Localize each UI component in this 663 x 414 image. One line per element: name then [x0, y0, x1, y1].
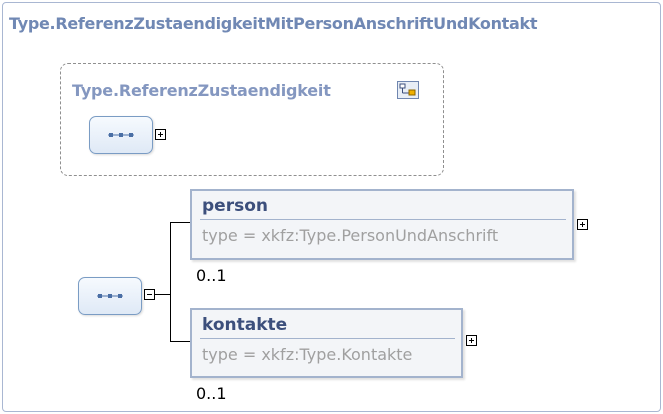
element-type: type = xkfz:Type.Kontakte — [202, 345, 413, 364]
connector-line — [170, 222, 171, 342]
diagram-title: Type.ReferenzZustaendigkeitMitPersonAnsc… — [9, 14, 538, 33]
element-person[interactable]: person type = xkfz:Type.PersonUndAnschri… — [190, 189, 574, 260]
connector-line — [170, 341, 190, 342]
sequence-compositor[interactable] — [78, 277, 142, 315]
connector-line — [170, 222, 190, 223]
element-type: type = xkfz:Type.PersonUndAnschrift — [202, 226, 499, 245]
sequence-collapse-button[interactable] — [144, 289, 155, 300]
inherited-sequence-compositor[interactable] — [89, 116, 153, 154]
sequence-icon — [97, 294, 123, 298]
sequence-icon — [108, 133, 134, 137]
divider — [200, 338, 455, 339]
connector-line — [155, 294, 170, 295]
divider — [200, 219, 566, 220]
kontakte-expand-button[interactable] — [466, 335, 477, 346]
element-name: person — [202, 196, 268, 216]
extension-base-group — [60, 63, 444, 176]
base-type-name: Type.ReferenzZustaendigkeit — [72, 81, 331, 100]
cardinality-label: 0..1 — [196, 266, 227, 285]
element-kontakte[interactable]: kontakte type = xkfz:Type.Kontakte — [190, 308, 463, 378]
cardinality-label: 0..1 — [196, 384, 227, 403]
inherited-expand-button[interactable] — [155, 129, 166, 140]
element-name: kontakte — [202, 315, 288, 335]
complex-type-icon — [397, 81, 419, 99]
person-expand-button[interactable] — [577, 219, 588, 230]
